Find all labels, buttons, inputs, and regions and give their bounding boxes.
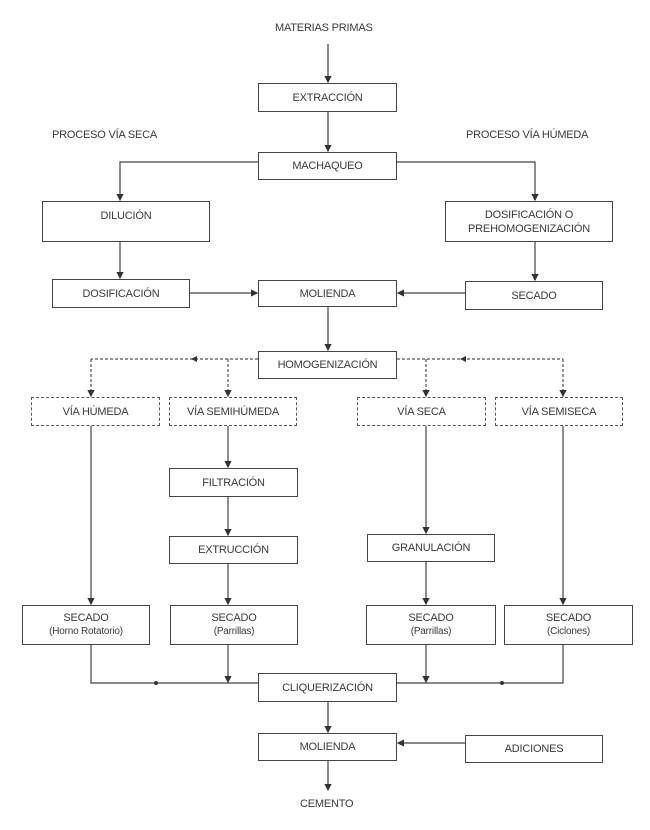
node-adiciones-label: ADICIONES bbox=[504, 743, 564, 755]
node-molienda-final-label: MOLIENDA bbox=[299, 741, 356, 753]
node-granulacion-label: GRANULACIÓN bbox=[391, 542, 471, 554]
node-secado-4-label: SECADO bbox=[545, 612, 592, 624]
node-via-humeda-label: VÍA HÚMEDA bbox=[62, 405, 129, 418]
node-dosificacion-prehomogenizacion: DOSIFICACIÓN O PREHOMOGENIZACIÓN bbox=[445, 201, 613, 242]
node-extraccion: EXTRACCIÓN bbox=[258, 83, 397, 112]
node-via-humeda: VÍA HÚMEDA bbox=[31, 397, 160, 426]
node-molienda-label: MOLIENDA bbox=[299, 287, 356, 300]
node-extraccion-label: EXTRACCIÓN bbox=[292, 91, 363, 104]
node-secado-3-sublabel: (Parrillas) bbox=[410, 626, 452, 637]
node-machaqueo-label: MACHAQUEO bbox=[292, 160, 363, 172]
node-adiciones: ADICIONES bbox=[465, 735, 603, 763]
node-via-seca: VÍA SECA bbox=[357, 397, 486, 426]
node-secado-top-label: SECADO bbox=[511, 289, 557, 302]
node-machaqueo: MACHAQUEO bbox=[258, 152, 397, 180]
connector-secado4-cliquer bbox=[397, 645, 564, 684]
node-secado-parrillas-1: SECADO (Parrillas) bbox=[170, 605, 298, 645]
node-extruccion-label: EXTRUCCIÓN bbox=[198, 544, 269, 556]
node-homogenizacion: HOMOGENIZACIÓN bbox=[258, 351, 397, 379]
node-secado-top: SECADO bbox=[465, 281, 603, 310]
node-prehom-label-line2: PREHOMOGENIZACIÓN bbox=[468, 222, 590, 235]
node-dilucion-label: DILUCIÓN bbox=[100, 209, 152, 222]
arrow-machaqueo-dilucion bbox=[116, 161, 258, 202]
node-cliquerizacion-label: CLIQUERIZACIÓN bbox=[282, 681, 373, 694]
node-via-seca-label: VÍA SECA bbox=[397, 405, 446, 418]
node-dilucion: DILUCIÓN bbox=[42, 201, 210, 242]
node-dosificacion-label: DOSIFICACIÓN bbox=[82, 287, 160, 300]
dashed-right-arrowhead bbox=[460, 356, 466, 362]
end-label: CEMENTO bbox=[300, 798, 354, 810]
node-secado-2-label: SECADO bbox=[211, 612, 257, 624]
node-via-semiseca-label: VÍA SEMISECA bbox=[521, 405, 597, 418]
node-homogenizacion-label: HOMOGENIZACIÓN bbox=[277, 359, 378, 371]
connector-secado1-cliquer bbox=[90, 645, 258, 684]
node-via-semihumeda-label: VÍA SEMIHÚMEDA bbox=[187, 405, 279, 418]
node-secado-parrillas-2: SECADO (Parrillas) bbox=[366, 605, 496, 645]
node-via-semiseca: VÍA SEMISECA bbox=[495, 397, 623, 426]
right-process-label: PROCESO VÍA HÚMEDA bbox=[466, 129, 589, 141]
node-secado-4-sublabel: (Ciclones) bbox=[546, 626, 590, 637]
left-process-label: PROCESO VÍA SECA bbox=[52, 129, 158, 141]
node-secado-1-sublabel: (Horno Rotatorio) bbox=[49, 626, 123, 637]
node-secado-1-label: SECADO bbox=[63, 612, 109, 624]
node-secado-2-sublabel: (Parrillas) bbox=[213, 626, 255, 637]
node-secado-horno-rotatorio: SECADO (Horno Rotatorio) bbox=[22, 605, 150, 645]
node-molienda: MOLIENDA bbox=[258, 280, 397, 307]
node-secado-3-label: SECADO bbox=[408, 612, 454, 624]
start-label: MATERIAS PRIMAS bbox=[275, 22, 373, 34]
node-cliquerizacion: CLIQUERIZACIÓN bbox=[258, 673, 397, 702]
node-via-semihumeda: VÍA SEMIHÚMEDA bbox=[169, 397, 297, 426]
junction-right bbox=[500, 681, 504, 685]
dashed-left-arrowhead bbox=[191, 356, 197, 362]
node-extruccion: EXTRUCCIÓN bbox=[169, 536, 298, 564]
node-granulacion: GRANULACIÓN bbox=[367, 534, 495, 562]
arrow-machaqueo-prehom bbox=[397, 161, 539, 202]
node-secado-ciclones: SECADO (Ciclones) bbox=[504, 605, 633, 645]
node-filtracion: FILTRACIÓN bbox=[169, 468, 298, 497]
node-molienda-final: MOLIENDA bbox=[258, 733, 397, 761]
junction-left bbox=[154, 681, 158, 685]
node-prehom-label-line1: DOSIFICACIÓN O bbox=[484, 208, 574, 221]
node-dosificacion: DOSIFICACIÓN bbox=[52, 279, 190, 308]
node-filtracion-label: FILTRACIÓN bbox=[202, 476, 265, 489]
